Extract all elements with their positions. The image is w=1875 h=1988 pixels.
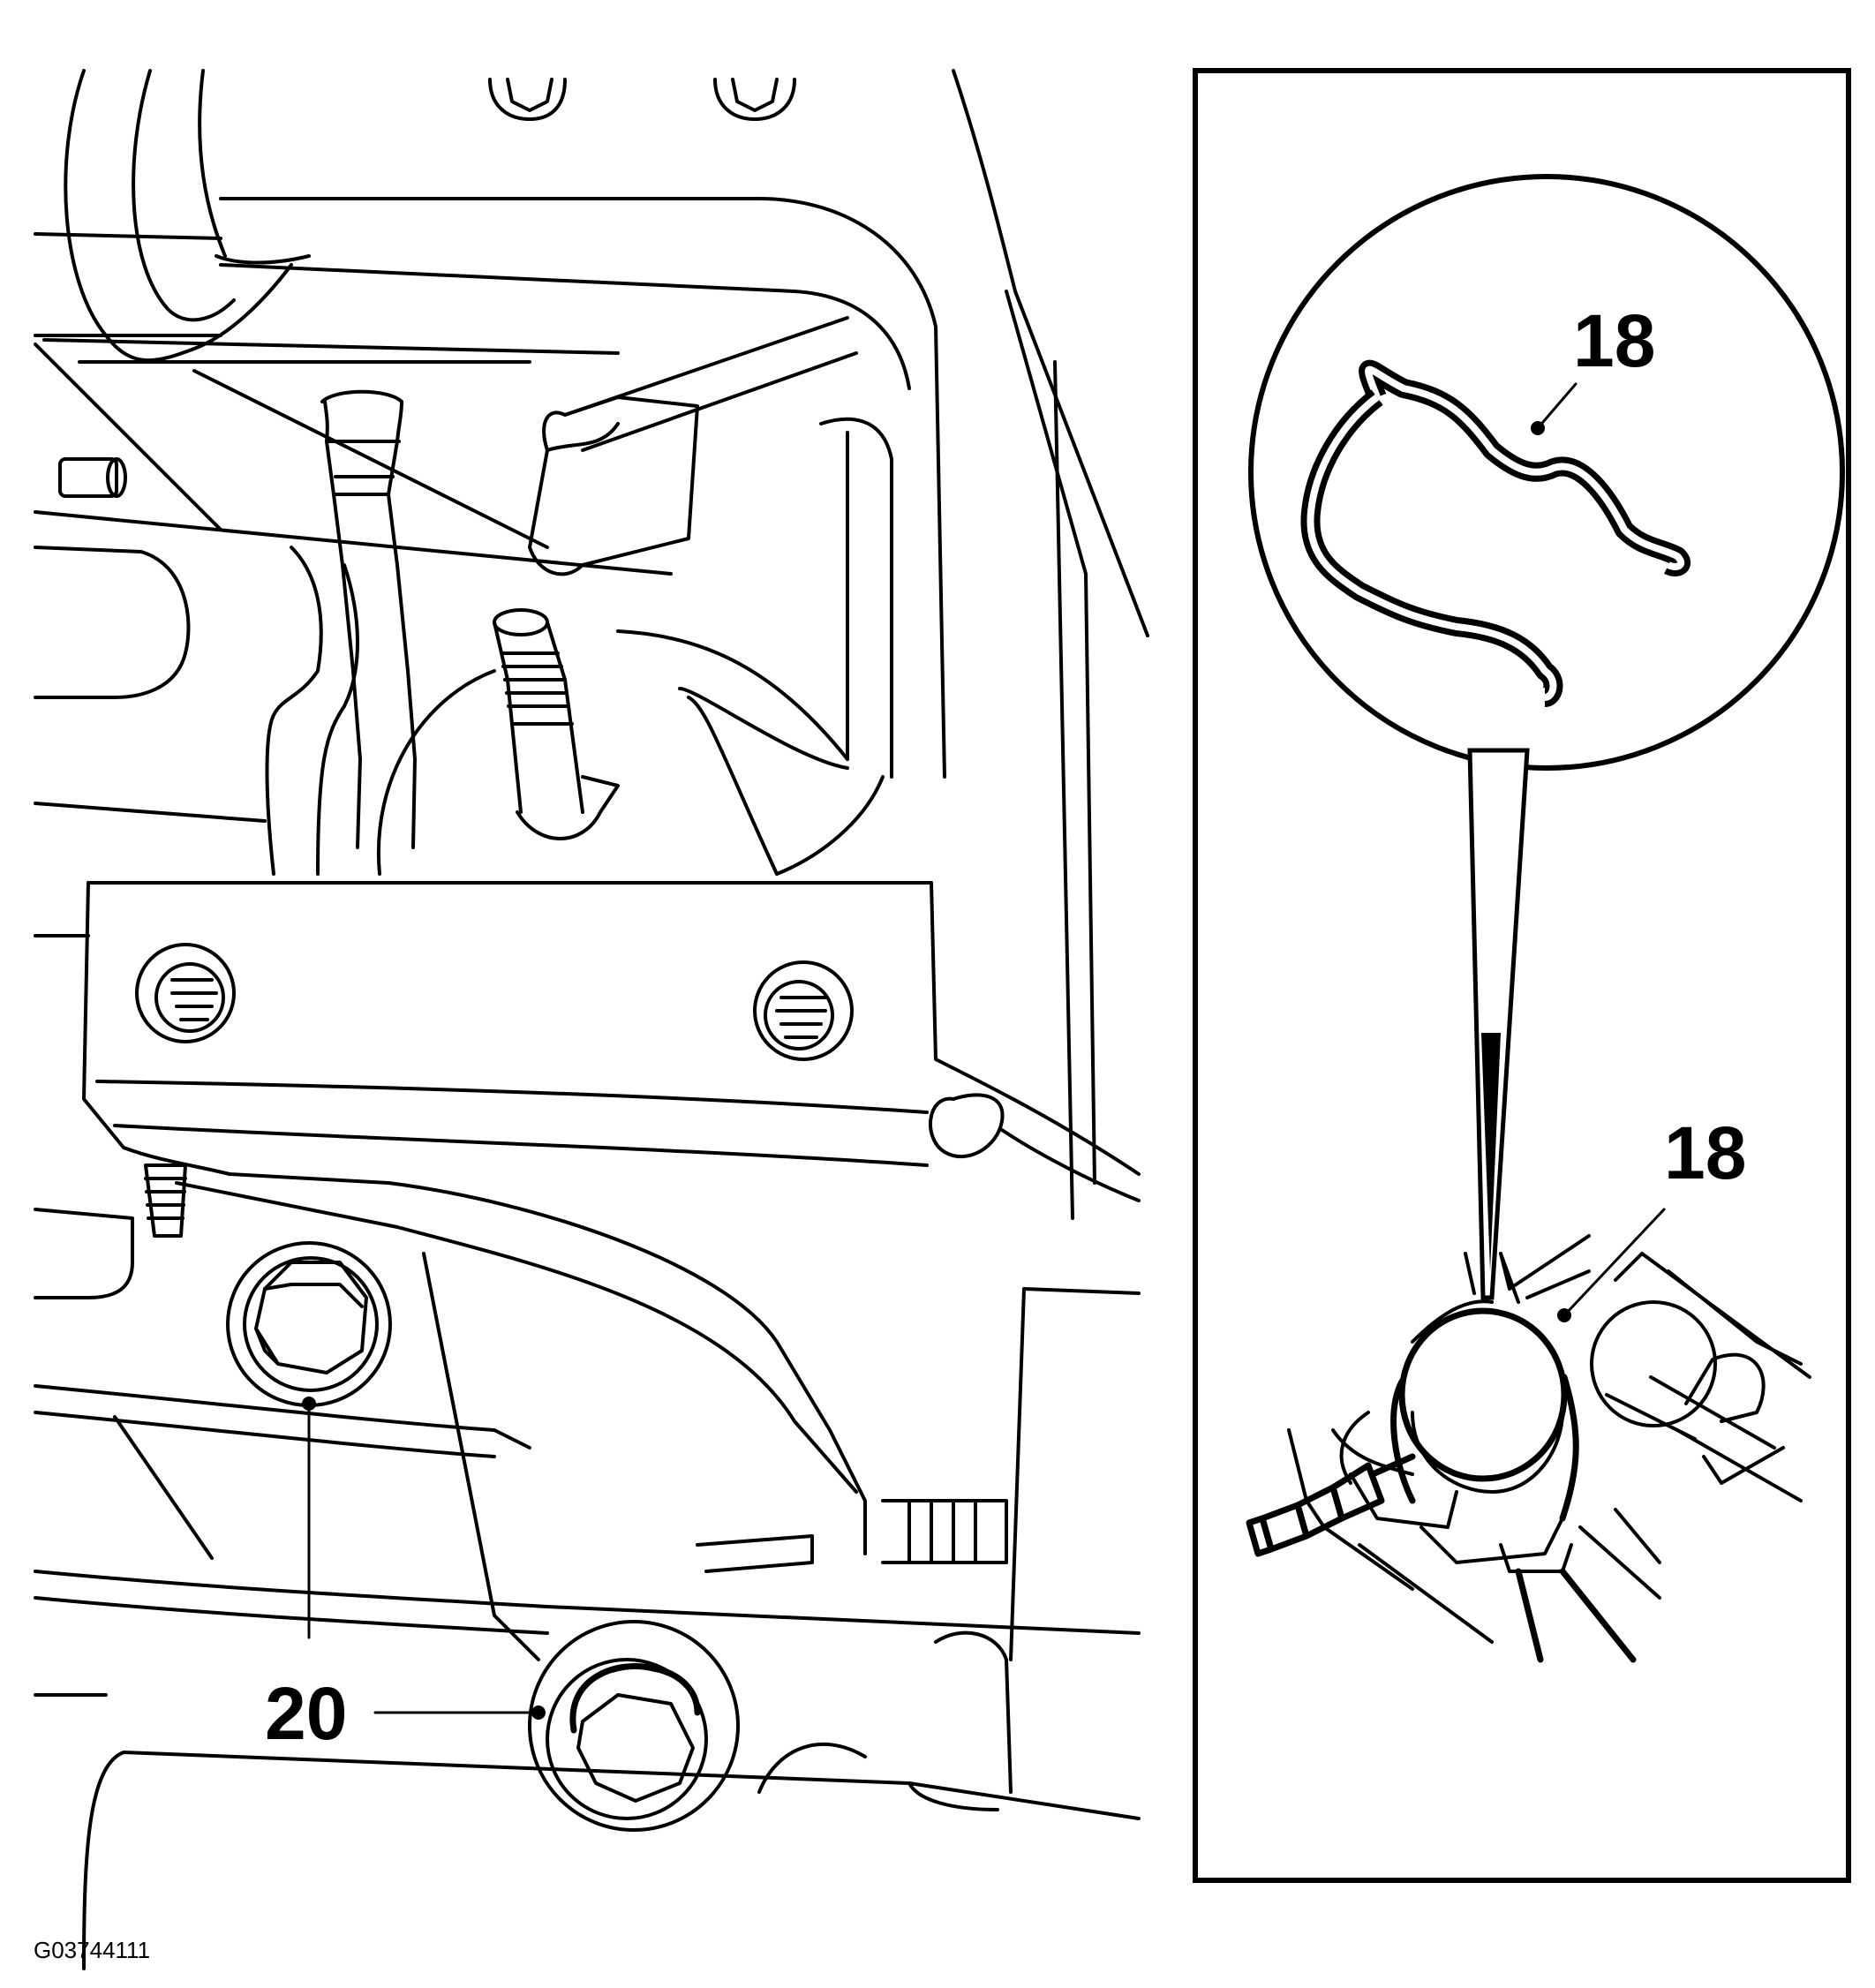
threaded-stud — [493, 608, 620, 840]
left-housing — [34, 546, 359, 876]
bolt-callout-label: 20 — [265, 1672, 347, 1755]
magnifier-pointer — [1467, 748, 1530, 1300]
wire-eyelet — [929, 1093, 1141, 1202]
bolt-20-lower — [528, 1620, 740, 1832]
inset-frame — [1193, 68, 1851, 1883]
lower-casting — [34, 1252, 1141, 1794]
top-bolt-right — [713, 78, 796, 121]
coolant-hose — [64, 69, 311, 363]
bolt-20-upper — [226, 1241, 392, 1407]
oil-pan — [82, 1742, 1141, 1970]
main-engine-view: 20 — [34, 69, 1149, 1970]
seal-component-callout-label: 18 — [1664, 1111, 1746, 1194]
sensor-component — [1246, 1208, 1811, 1663]
mounting-boss — [376, 417, 893, 876]
seal-detail-callout-label: 18 — [1573, 299, 1655, 382]
detail-inset-panel: 18 — [1193, 68, 1851, 1883]
hose-bracket — [528, 395, 699, 576]
figure-id-label: G03744111 — [34, 1937, 150, 1963]
threaded-pin — [144, 1163, 187, 1238]
bolt-callout-leaders — [302, 1397, 546, 1720]
engine-mount-bracket — [34, 881, 1141, 1555]
bracket-bolt-right — [753, 960, 854, 1061]
dowel-pin — [58, 457, 127, 498]
pointer-tip — [1481, 1033, 1501, 1271]
top-bolt-left — [488, 78, 567, 121]
magnified-seal-view — [1248, 174, 1845, 771]
vacuum-pipe — [320, 389, 417, 849]
bracket-bolt-left — [135, 943, 236, 1043]
